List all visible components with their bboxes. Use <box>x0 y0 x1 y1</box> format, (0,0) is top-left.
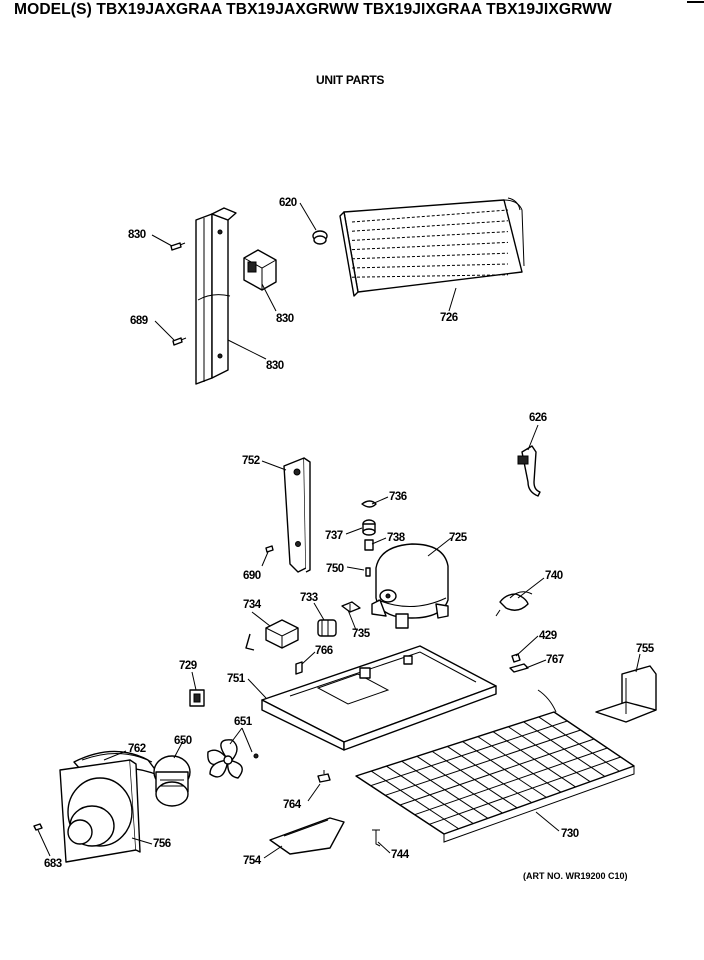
clip-764-part <box>317 770 331 783</box>
section-title: UNIT PARTS <box>316 73 385 87</box>
compressor-part <box>371 543 449 629</box>
callout-755: 755 <box>636 643 654 655</box>
callout-738: 738 <box>387 532 405 544</box>
callout-689: 689 <box>130 315 148 327</box>
fan-housing-756-part <box>59 759 141 863</box>
callout-750: 750 <box>326 563 344 575</box>
condenser-tube <box>351 263 509 269</box>
model-header: MODEL(S) TBX19JAXGRAA TBX19JAXGRWW TBX19… <box>0 0 704 24</box>
callout-429: 429 <box>539 630 557 642</box>
callout-752: 752 <box>242 455 260 467</box>
callout-620: 620 <box>279 197 297 209</box>
callout-730: 730 <box>561 828 579 840</box>
clip-736-part <box>361 500 377 508</box>
condenser-tube <box>351 220 509 232</box>
condenser-tube <box>351 274 509 278</box>
callout-650: 650 <box>174 735 192 747</box>
trough-754-part <box>269 817 345 855</box>
evaporator-fin <box>399 738 595 806</box>
callout-830-screw: 830 <box>128 229 146 241</box>
callout-734: 734 <box>243 599 261 611</box>
condenser-tube <box>351 241 509 251</box>
callout-830-clip: 830 <box>276 313 294 325</box>
evaporator-fin <box>414 747 608 816</box>
callout-830-bracket: 830 <box>266 360 284 372</box>
leader-lines <box>37 202 641 859</box>
callout-737: 737 <box>325 530 343 542</box>
callout-729: 729 <box>179 660 197 672</box>
part-767 <box>509 663 529 673</box>
grommet-737-part <box>362 519 376 536</box>
model-list-text: MODEL(S) TBX19JAXGRAA TBX19JAXGRWW TBX19… <box>14 1 612 18</box>
switch-729-part <box>189 689 205 707</box>
fan-motor-650-part <box>153 755 191 807</box>
callout-766: 766 <box>315 645 333 657</box>
callout-767: 767 <box>546 654 564 666</box>
condenser-tube <box>351 209 509 223</box>
sleeve-738-part <box>364 539 374 551</box>
clip-766-part <box>295 661 303 675</box>
evaporator-730-part <box>355 689 635 843</box>
callout-690: 690 <box>243 570 261 582</box>
callout-736: 736 <box>389 491 407 503</box>
callout-754: 754 <box>243 855 261 867</box>
channel-bracket-part <box>195 207 237 385</box>
relay-clip-part <box>243 249 277 291</box>
grommet-part <box>312 230 328 245</box>
part-429 <box>511 653 521 663</box>
screw-690-part <box>265 545 274 553</box>
base-pan-751-part <box>261 645 497 751</box>
harness-740-part <box>495 591 533 617</box>
relay-733-part <box>317 619 337 637</box>
bracket-755-part <box>595 665 657 723</box>
clip-626-part <box>517 445 541 497</box>
condenser-tube <box>351 231 509 241</box>
callout-733: 733 <box>300 592 318 604</box>
evaporator-fin <box>385 729 581 796</box>
screw-830-part <box>170 242 186 251</box>
callout-756: 756 <box>153 838 171 850</box>
clip-744-part <box>372 829 381 847</box>
bracket-752-part <box>283 457 311 573</box>
art-number: (ART NO. WR19200 C10) <box>523 871 628 881</box>
screw-689-part <box>172 337 187 346</box>
callout-735: 735 <box>352 628 370 640</box>
clip-735-part <box>341 601 361 613</box>
evaporator-fin <box>370 720 568 787</box>
callout-626: 626 <box>529 412 547 424</box>
fan-blade-651-part <box>207 739 259 779</box>
callout-740: 740 <box>545 570 563 582</box>
callout-725: 725 <box>449 532 467 544</box>
condenser-tube <box>351 252 509 260</box>
callout-762: 762 <box>128 743 146 755</box>
condenser-part <box>339 197 525 297</box>
screw-683-part <box>33 823 43 831</box>
callout-683: 683 <box>44 858 62 870</box>
evaporator-fin <box>429 756 621 825</box>
callout-744: 744 <box>391 849 409 861</box>
callout-651: 651 <box>234 716 252 728</box>
bracket-734-part <box>245 619 299 651</box>
screw-750-part <box>365 567 371 577</box>
callout-751: 751 <box>227 673 245 685</box>
callout-726: 726 <box>440 312 458 324</box>
callout-764: 764 <box>283 799 301 811</box>
